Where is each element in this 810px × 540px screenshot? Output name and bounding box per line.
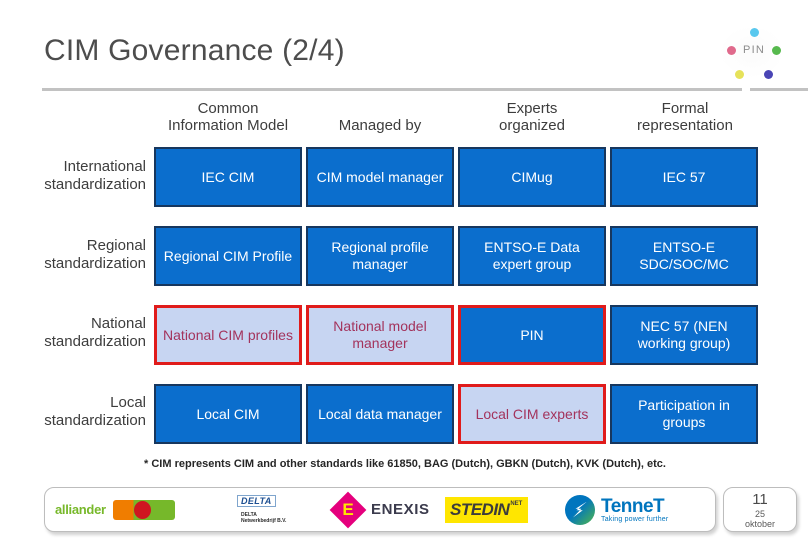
enexis-logo: ENEXIS bbox=[329, 488, 430, 531]
row-label-regional-standardization: Regional standardization bbox=[44, 237, 146, 272]
row-label-international-standardization: International standardization bbox=[44, 158, 146, 193]
row-label-local-standardization: Local standardization bbox=[44, 394, 146, 429]
slide-date: 25 oktober bbox=[744, 509, 776, 529]
table-cell-highlighted-pin[interactable]: PIN bbox=[458, 305, 606, 365]
footnote: * CIM represents CIM and other standards… bbox=[144, 458, 666, 470]
table-cell[interactable]: Regional profile manager bbox=[306, 226, 454, 286]
page-number: 11 bbox=[752, 491, 768, 508]
column-header-managed-by: Managed by bbox=[338, 117, 422, 134]
pin-logo-label: PIN bbox=[743, 44, 765, 56]
enexis-diamond-icon bbox=[329, 491, 367, 528]
table-cell[interactable]: IEC CIM bbox=[154, 147, 302, 207]
pin-logo: PIN bbox=[706, 20, 802, 82]
table-cell[interactable]: NEC 57 (NEN working group) bbox=[610, 305, 758, 365]
row-label-national-standardization: National standardization bbox=[44, 315, 146, 350]
column-header-formal-representation: Formal representation bbox=[637, 100, 733, 134]
page-number-box: 11 25 oktober bbox=[723, 487, 797, 532]
stedin-logo: STEDIN NET bbox=[445, 488, 529, 531]
table-cell-highlighted[interactable]: National CIM profiles bbox=[154, 305, 302, 365]
table-cell[interactable]: Local CIM bbox=[154, 384, 302, 444]
column-header-experts-organized: Experts organized bbox=[499, 100, 565, 134]
page-title: CIM Governance (2/4) bbox=[44, 34, 345, 67]
table-cell[interactable]: CIMug bbox=[458, 147, 606, 207]
table-cell[interactable]: ENTSO-E SDC/SOC/MC bbox=[610, 226, 758, 286]
tennet-arrow-icon bbox=[565, 494, 595, 525]
title-divider bbox=[42, 88, 742, 91]
pin-logo-dot-bottom-left bbox=[735, 70, 744, 79]
table-cell[interactable]: Local data manager bbox=[306, 384, 454, 444]
table-cell-highlighted[interactable]: National model manager bbox=[306, 305, 454, 365]
tennet-logo-text: TenneT Taking power further bbox=[601, 495, 669, 523]
table-cell[interactable]: Participation in groups bbox=[610, 384, 758, 444]
alliander-mark-icon bbox=[112, 499, 175, 520]
delta-logo: DELTA DELTA Netwerkbedrijf B.V. bbox=[237, 488, 286, 531]
stedin-logo-box: STEDIN NET bbox=[445, 496, 529, 523]
table-cell[interactable]: ENTSO-E Data expert group bbox=[458, 226, 606, 286]
partner-logo-bar: alliander DELTA DELTA Netwerkbedrijf B.V… bbox=[44, 487, 716, 532]
pin-logo-dot-top bbox=[750, 28, 759, 37]
alliander-logo: alliander bbox=[55, 488, 175, 531]
column-header-common-information-model: Common Information Model bbox=[167, 100, 289, 134]
matrix-column-headers: Common Information Model Managed by Expe… bbox=[0, 100, 810, 144]
pin-logo-dot-right bbox=[772, 46, 781, 55]
table-cell[interactable]: IEC 57 bbox=[610, 147, 758, 207]
pin-logo-dot-bottom-right bbox=[764, 70, 773, 79]
governance-matrix: Common Information Model Managed by Expe… bbox=[0, 100, 810, 444]
title-divider-stub bbox=[750, 88, 808, 91]
delta-logo-subtext: DELTA Netwerkbedrijf B.V. bbox=[241, 512, 287, 524]
table-cell-highlighted[interactable]: Local CIM experts bbox=[458, 384, 606, 444]
table-cell[interactable]: Regional CIM Profile bbox=[154, 226, 302, 286]
tennet-logo: TenneT Taking power further bbox=[565, 488, 668, 531]
table-cell[interactable]: CIM model manager bbox=[306, 147, 454, 207]
pin-logo-dot-left bbox=[727, 46, 736, 55]
